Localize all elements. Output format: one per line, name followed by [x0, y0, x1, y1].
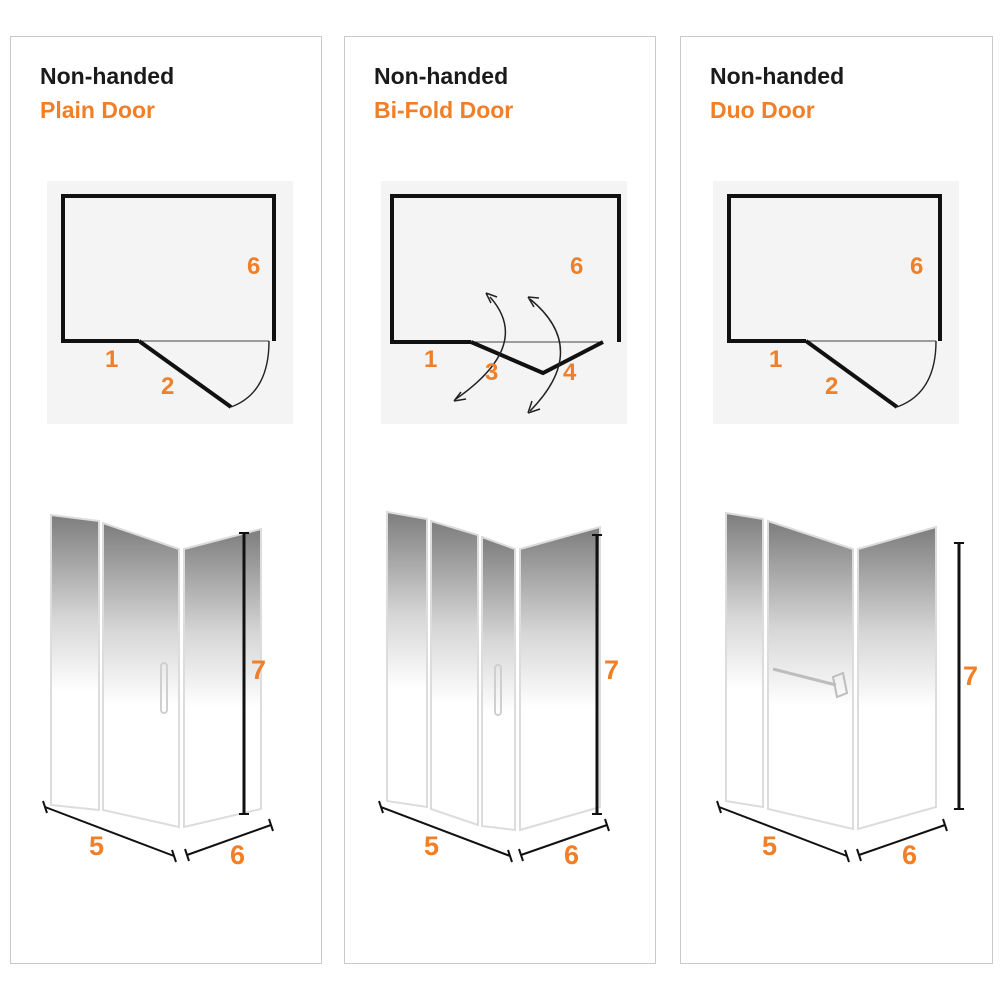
plan-diagram: 6 1 3 4	[390, 194, 621, 414]
plan-label-2: 2	[825, 373, 838, 400]
plan-label-1: 1	[424, 346, 437, 373]
dim-label-6: 6	[230, 840, 245, 870]
width-dimension-line	[380, 806, 511, 857]
door-swing-arc	[230, 340, 270, 408]
door-handle	[160, 662, 168, 714]
plan-label-6: 6	[247, 253, 260, 280]
panel-subtitle: Duo Door	[710, 97, 815, 123]
door-panel-line	[137, 339, 233, 409]
dim-label-5: 5	[762, 831, 777, 861]
side-panel	[857, 525, 937, 831]
width-dimension-line	[44, 806, 175, 857]
door-swing-arc	[896, 340, 937, 408]
bi-fold-panel-a	[430, 519, 479, 827]
dim-label-7: 7	[251, 655, 266, 685]
door-handle	[831, 671, 849, 699]
enclosure-outline	[390, 194, 621, 344]
towel-bar	[772, 667, 837, 687]
plan-label-2: 2	[161, 373, 174, 400]
enclosure-outline	[61, 194, 276, 343]
side-panel	[519, 525, 601, 832]
fold-arrow-left	[455, 296, 507, 400]
panel-title: Non-handed	[40, 63, 175, 89]
bi-fold-door-panels	[470, 340, 604, 376]
dim-label-7: 7	[604, 655, 619, 685]
door-handle	[494, 664, 502, 716]
plan-diagram: 6 1 2	[61, 194, 276, 409]
bi-fold-panel-b	[481, 535, 516, 832]
plan-label-1: 1	[105, 346, 118, 373]
plan-label-4: 4	[563, 359, 577, 386]
panel-subtitle: Bi-Fold Door	[374, 97, 514, 123]
panel-title: Non-handed	[710, 63, 845, 89]
plan-label-1: 1	[769, 346, 782, 373]
door-panel	[102, 521, 180, 829]
panel-duo-door: Non-handed Duo Door 6 1 2	[680, 36, 993, 964]
panel-plain-door: Non-handed Plain Door 6 1 2	[10, 36, 322, 964]
panel-title: Non-handed	[374, 63, 509, 89]
door-panel-line	[804, 339, 899, 409]
plan-label-3: 3	[485, 359, 498, 386]
depth-dimension-line	[858, 824, 946, 856]
dim-label-6: 6	[902, 840, 917, 870]
depth-dimension-line	[520, 824, 608, 856]
door-panel	[767, 519, 854, 831]
fixed-panel	[50, 513, 100, 812]
depth-dimension-line	[186, 824, 272, 856]
panel-header: Non-handed Bi-Fold Door	[374, 59, 513, 127]
enclosure-outline	[727, 194, 942, 343]
enclosure-3d-illustration: 7 5 6	[716, 511, 978, 870]
side-panel	[183, 527, 262, 829]
enclosure-3d-illustration: 7 5 6	[378, 510, 619, 870]
width-dimension-line	[718, 806, 848, 857]
enclosure-3d-illustration: 7 5 6	[42, 513, 274, 870]
plan-view: 6 1 3 4	[381, 181, 627, 424]
panel-header: Non-handed Plain Door	[40, 59, 174, 127]
dim-label-7: 7	[963, 661, 978, 691]
fold-arrow-right	[529, 298, 562, 412]
dim-label-6: 6	[564, 840, 579, 870]
dim-label-5: 5	[424, 831, 439, 861]
plan-label-6: 6	[570, 253, 583, 280]
plan-view: 6 1 2	[47, 181, 293, 424]
dim-label-5: 5	[89, 831, 104, 861]
panel-header: Non-handed Duo Door	[710, 59, 844, 127]
panel-subtitle: Plain Door	[40, 97, 156, 123]
fixed-panel	[386, 510, 428, 809]
plan-view: 6 1 2	[713, 181, 959, 424]
plan-diagram: 6 1 2	[727, 194, 942, 409]
plan-label-6: 6	[910, 253, 923, 280]
panel-bi-fold-door: Non-handed Bi-Fold Door 6 1 3 4	[344, 36, 656, 964]
fixed-panel	[725, 511, 764, 809]
